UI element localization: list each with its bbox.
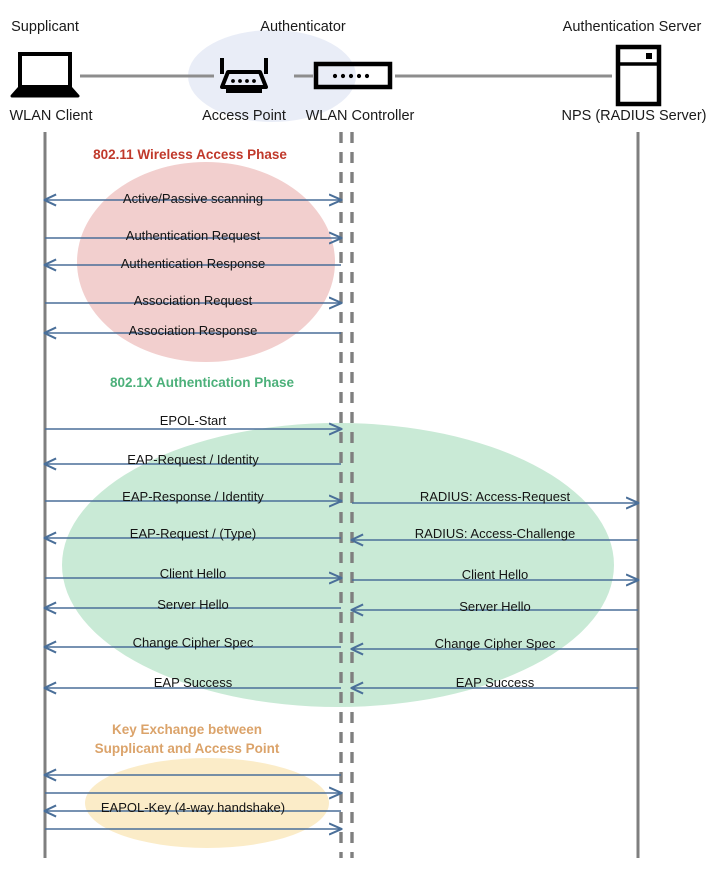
- message-label-eap-success-left: EAP Success: [153, 675, 233, 690]
- message-label-eapol-start: EPOL-Start: [159, 413, 227, 428]
- message-label-authentication-request: Authentication Request: [125, 228, 261, 243]
- actor-device-access-point: Access Point: [202, 108, 286, 124]
- blob-authenticator: [188, 30, 356, 122]
- actor-role-supplicant: Supplicant: [11, 19, 79, 35]
- message-label-eap-request-identity: EAP-Request / Identity: [127, 452, 259, 467]
- blob-key-exchange-phase: [85, 758, 329, 848]
- blob-dot1x-phase: [62, 423, 614, 707]
- network-switch-icon: [313, 61, 393, 90]
- actor-role-authenticator: Authenticator: [260, 19, 346, 35]
- server-rack-icon: [615, 44, 662, 107]
- actor-device-wlan-client: WLAN Client: [9, 108, 93, 124]
- actor-role-authentication-server: Authentication Server: [562, 19, 702, 35]
- message-label-server-hello-left: Server Hello: [157, 597, 229, 612]
- message-label-eap-response-identity: EAP-Response / Identity: [122, 489, 264, 504]
- message-label-eapol-key-3: EAPOL-Key (4-way handshake): [100, 800, 286, 815]
- actor-device-wlan-controller: WLAN Controller: [305, 108, 415, 124]
- phase-blobs: [62, 30, 614, 848]
- message-label-change-cipher-spec-left: Change Cipher Spec: [132, 635, 254, 650]
- message-label-radius-access-request: RADIUS: Access-Request: [419, 489, 571, 504]
- laptop-icon: [10, 52, 80, 98]
- message-label-active-passive-scanning: Active/Passive scanning: [122, 191, 264, 206]
- message-label-radius-access-challenge: RADIUS: Access-Challenge: [414, 526, 576, 541]
- blob-wireless-access-phase: [77, 162, 335, 362]
- message-label-association-request: Association Request: [133, 293, 253, 308]
- message-label-client-hello-left: Client Hello: [159, 566, 227, 581]
- message-label-client-hello-right: Client Hello: [461, 567, 529, 582]
- actor-device-nps: NPS (RADIUS Server): [561, 108, 707, 124]
- message-label-eap-request-type: EAP-Request / (Type): [129, 526, 257, 541]
- message-arrows: [45, 200, 638, 829]
- message-label-association-response: Association Response: [128, 323, 258, 338]
- phase-label-key-exchange-line1: Key Exchange between: [111, 722, 263, 737]
- message-label-authentication-response: Authentication Response: [120, 256, 266, 271]
- message-label-eap-success-right: EAP Success: [455, 675, 535, 690]
- phase-label-wireless-access: 802.11 Wireless Access Phase: [93, 147, 287, 162]
- phase-label-key-exchange-line2: Supplicant and Access Point: [94, 741, 280, 756]
- phase-label-dot1x: 802.1X Authentication Phase: [109, 375, 295, 390]
- wireless-access-point-icon: [220, 58, 268, 93]
- message-label-change-cipher-spec-right: Change Cipher Spec: [434, 636, 556, 651]
- message-label-server-hello-right: Server Hello: [459, 599, 531, 614]
